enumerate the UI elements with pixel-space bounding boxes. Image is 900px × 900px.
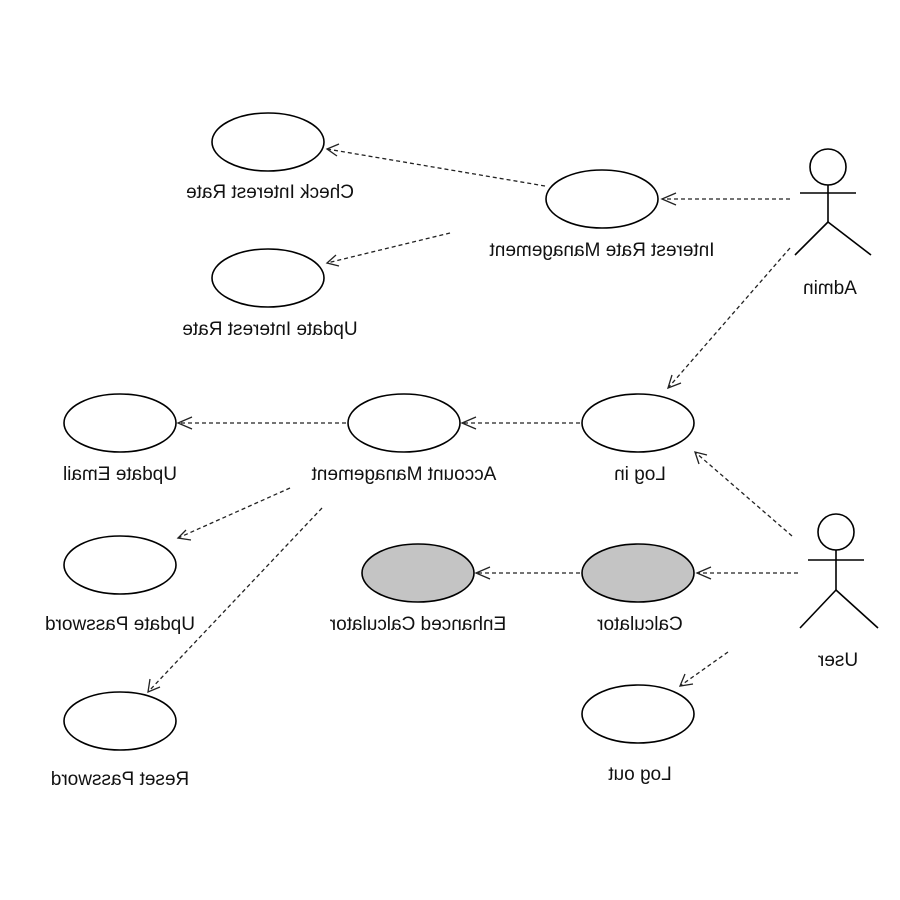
usecase-log-in bbox=[581, 393, 695, 453]
relation-irm-to-update-interest-rate bbox=[325, 232, 451, 267]
label-calculator: Calculator bbox=[597, 614, 683, 635]
usecase-account-management bbox=[347, 393, 461, 453]
user-leg-left bbox=[799, 589, 837, 629]
relation-user-to-calculator bbox=[695, 566, 798, 580]
usecase-reset-password bbox=[63, 691, 177, 751]
label-user: User bbox=[817, 650, 858, 671]
usecase-calculator bbox=[581, 543, 695, 603]
usecase-interest-rate-management bbox=[545, 169, 659, 229]
usecase-enhanced-calculator bbox=[361, 543, 475, 603]
actor-admin: Admin bbox=[794, 148, 872, 299]
label-interest-rate-management: Interest Rate Management bbox=[489, 240, 715, 261]
relation-admin-to-log-in bbox=[666, 247, 791, 390]
relation-calculator-to-enhanced-calculator bbox=[474, 566, 580, 580]
relation-account-management-to-reset-password bbox=[147, 507, 323, 694]
relation-irm-to-check-interest-rate bbox=[325, 143, 546, 187]
admin-leg-left bbox=[794, 221, 829, 256]
admin-head-icon bbox=[809, 148, 847, 186]
label-account-management: Account Management bbox=[311, 464, 497, 485]
label-log-out: Log out bbox=[608, 764, 672, 785]
label-update-password: Update Password bbox=[45, 614, 195, 635]
relation-admin-to-interest-rate-management bbox=[660, 192, 790, 206]
use-case-labels: Check Interest Rate Update Interest Rate… bbox=[45, 182, 714, 790]
relation-account-management-to-update-email bbox=[176, 416, 346, 430]
relation-user-to-log-out bbox=[678, 651, 729, 687]
label-log-in: Log in bbox=[614, 464, 666, 485]
use-cases bbox=[63, 112, 695, 751]
relation-user-to-log-in bbox=[694, 451, 793, 537]
relations bbox=[147, 143, 798, 694]
actor-user: User bbox=[799, 513, 879, 671]
label-update-email: Update Email bbox=[63, 464, 177, 485]
label-enhanced-calculator: Enhanced Calculator bbox=[329, 614, 506, 635]
usecase-update-password bbox=[63, 535, 177, 595]
usecase-update-interest-rate bbox=[211, 248, 325, 308]
user-head-icon bbox=[817, 513, 855, 551]
relation-log-in-to-account-management bbox=[460, 416, 580, 430]
user-leg-right bbox=[835, 589, 879, 629]
label-check-interest-rate: Check Interest Rate bbox=[186, 182, 354, 203]
label-update-interest-rate: Update Interest Rate bbox=[182, 319, 357, 340]
label-reset-password: Reset Password bbox=[51, 769, 189, 790]
usecase-log-out bbox=[581, 684, 695, 744]
usecase-check-interest-rate bbox=[211, 112, 325, 172]
label-admin: Admin bbox=[803, 278, 857, 299]
usecase-update-email bbox=[63, 393, 177, 453]
admin-leg-right bbox=[827, 221, 872, 256]
relation-account-management-to-update-password bbox=[176, 487, 291, 541]
